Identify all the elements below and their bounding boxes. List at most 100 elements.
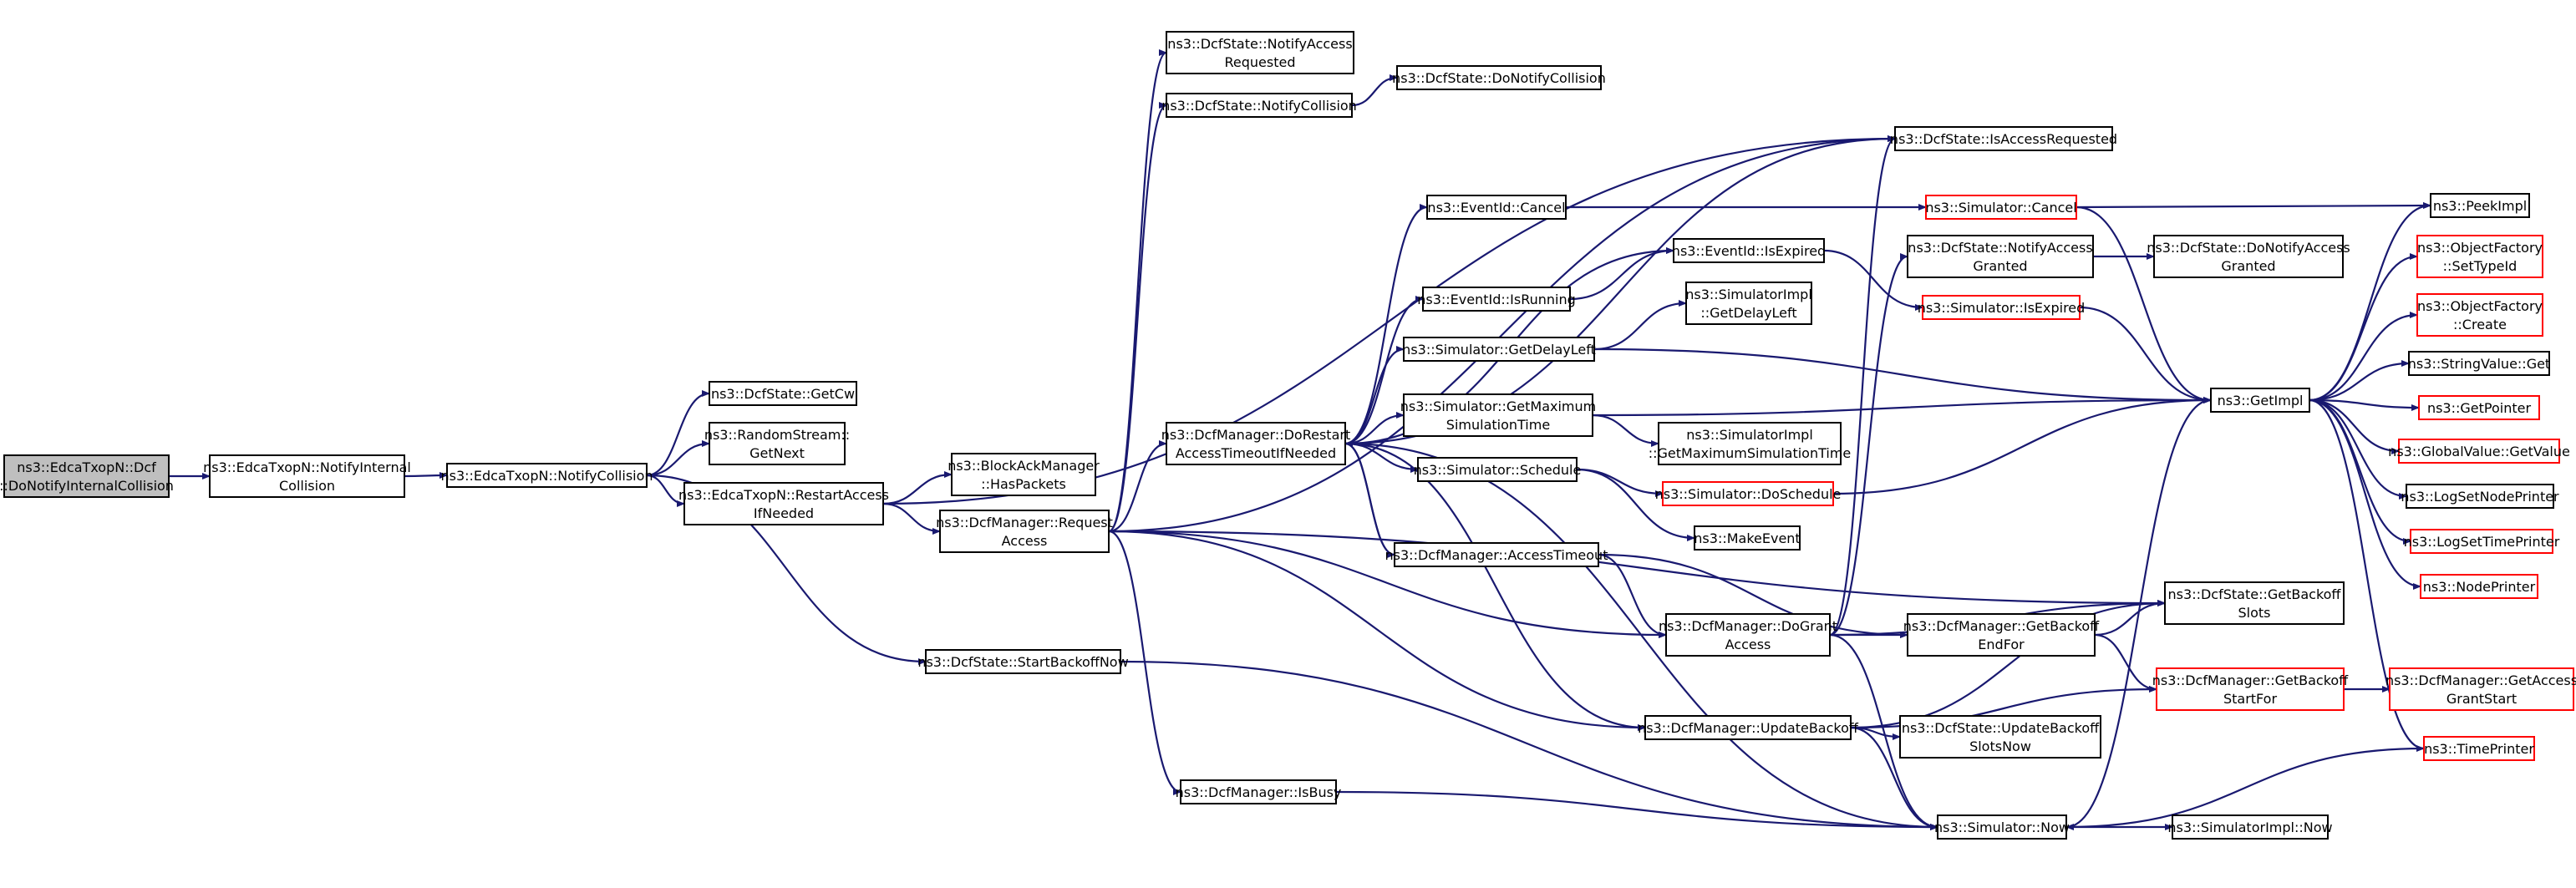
node-logSetTimePrinter[interactable]: ns3::LogSetTimePrinter — [2404, 529, 2560, 554]
node-box — [1166, 93, 1353, 118]
edge-isBusy-to-simNow — [1335, 790, 1938, 830]
edge-notifyInternalCollision-to-notifyCollision — [404, 472, 448, 480]
node-label-line: ::GetMaximumSimulationTime — [1649, 445, 1852, 461]
node-box — [925, 649, 1121, 674]
node-simIsExpired[interactable]: ns3::Simulator::IsExpired — [1918, 295, 2086, 320]
node-label-line: AccessTimeoutIfNeeded — [1176, 445, 1336, 461]
edge-doSchedule-to-getImpl — [1832, 397, 2212, 495]
node-simCancel[interactable]: ns3::Simulator::Cancel — [1925, 195, 2077, 220]
node-label-line: ns3::EdcaTxopN::NotifyCollision — [440, 468, 653, 484]
node-notifyCollision[interactable]: ns3::EdcaTxopN::NotifyCollision — [440, 463, 653, 488]
node-timePrinter[interactable]: ns3::TimePrinter — [2423, 736, 2535, 761]
node-box — [1907, 613, 2096, 657]
node-box — [1907, 235, 2094, 278]
node-nodePrinter[interactable]: ns3::NodePrinter — [2420, 574, 2538, 599]
node-setTypeId[interactable]: ns3::ObjectFactory::SetTypeId — [2416, 235, 2543, 278]
node-box — [1925, 195, 2077, 220]
node-doRestartAccess[interactable]: ns3::DcfManager::DoRestartAccessTimeoutI… — [1161, 422, 1350, 465]
node-startBackoffNow[interactable]: ns3::DcfState::StartBackoffNow — [917, 649, 1129, 674]
node-makeEvent[interactable]: ns3::MakeEvent — [1694, 525, 1801, 551]
node-objCreate[interactable]: ns3::ObjectFactory::Create — [2416, 293, 2543, 337]
edge-getImpl-to-nodePrinter — [2309, 398, 2421, 590]
node-label-line: ns3::ObjectFactory — [2417, 240, 2543, 256]
node-logSetNodePrinter[interactable]: ns3::LogSetNodePrinter — [2401, 484, 2559, 509]
node-globalValueGet[interactable]: ns3::GlobalValue::GetValue — [2388, 439, 2570, 464]
node-label-line: StartFor — [2223, 691, 2278, 707]
node-implGetMaxSimTime[interactable]: ns3::SimulatorImpl::GetMaximumSimulation… — [1649, 422, 1852, 465]
node-label-line: ns3::GlobalValue::GetValue — [2388, 444, 2570, 459]
edge-getDelayLeft-to-implGetDelayLeft — [1593, 300, 1687, 351]
node-eventIsExpired[interactable]: ns3::EventId::IsExpired — [1672, 238, 1826, 263]
node-peekImpl[interactable]: ns3::PeekImpl — [2430, 193, 2530, 218]
node-label-line: ns3::SimulatorImpl — [1686, 427, 1813, 443]
node-label-line: ns3::NodePrinter — [2423, 579, 2536, 595]
node-label-line: EndFor — [1978, 637, 2025, 652]
node-hasPackets[interactable]: ns3::BlockAckManager::HasPackets — [948, 453, 1100, 496]
node-label-line: SimulationTime — [1446, 417, 1550, 433]
node-label-line: ns3::Simulator::GetMaximum — [1400, 398, 1597, 414]
node-label-line: ns3::SimulatorImpl — [1685, 287, 1812, 302]
node-label-line: ns3::DcfManager::DoRestart — [1161, 427, 1350, 443]
node-box — [709, 422, 846, 465]
node-isAccessRequested[interactable]: ns3::DcfState::IsAccessRequested — [1890, 126, 2117, 151]
node-box — [1685, 282, 1812, 325]
node-box — [1922, 295, 2081, 320]
node-box — [1166, 31, 1354, 74]
node-isBusy[interactable]: ns3::DcfManager::IsBusy — [1176, 779, 1342, 804]
node-updateBackoff[interactable]: ns3::DcfManager::UpdateBackoff — [1638, 715, 1859, 740]
node-box — [2398, 439, 2560, 464]
node-getDelayLeft[interactable]: ns3::Simulator::GetDelayLeft — [1402, 337, 1596, 362]
node-label-line: Collision — [279, 478, 335, 494]
node-notifyInternalCollision[interactable]: ns3::EdcaTxopN::NotifyInternalCollision — [203, 454, 411, 498]
node-accessTimeout[interactable]: ns3::DcfManager::AccessTimeout — [1385, 542, 1608, 567]
node-getCw[interactable]: ns3::DcfState::GetCw — [709, 381, 857, 406]
node-root[interactable]: ns3::EdcaTxopN::Dcf::DoNotifyInternalCol… — [0, 454, 174, 498]
node-label-line: ns3::LogSetTimePrinter — [2404, 534, 2560, 550]
node-implNow[interactable]: ns3::SimulatorImpl::Now — [2167, 814, 2333, 840]
node-label-line: ::GetDelayLeft — [1700, 305, 1796, 321]
node-getPointer[interactable]: ns3::GetPointer — [2418, 395, 2540, 420]
node-label-line: GrantStart — [2446, 691, 2517, 707]
node-box — [1396, 65, 1602, 90]
node-doSchedule[interactable]: ns3::Simulator::DoSchedule — [1655, 481, 1842, 506]
edge-eventIsRunning-to-eventIsExpired — [1569, 247, 1674, 301]
node-label-line: IfNeeded — [754, 505, 814, 521]
node-dcfNotifyCollision[interactable]: ns3::DcfState::NotifyCollision — [1161, 93, 1357, 118]
edge-requestAccess-to-updateBackoff — [1108, 530, 1646, 731]
node-randomGetNext[interactable]: ns3::RandomStream::GetNext — [704, 422, 850, 465]
node-box — [2156, 667, 2345, 711]
node-box — [2410, 529, 2553, 554]
node-label-line: ns3::MakeEvent — [1694, 530, 1800, 546]
node-simNow[interactable]: ns3::Simulator::Now — [1934, 814, 2070, 840]
edge-accessTimeout-to-doGrantAccess — [1598, 553, 1667, 638]
node-simSchedule[interactable]: ns3::Simulator::Schedule — [1414, 457, 1582, 482]
edge-requestAccess-to-isAccessRequested — [1108, 135, 1896, 533]
node-box — [1426, 195, 1567, 220]
node-stringValueGet[interactable]: ns3::StringValue::Get — [2408, 351, 2550, 376]
node-label-line: ns3::Simulator::Schedule — [1414, 462, 1582, 478]
node-box — [2153, 235, 2344, 278]
edge-doRestartAccess-to-getMaxSimTime — [1344, 412, 1405, 445]
node-getMaxSimTime[interactable]: ns3::Simulator::GetMaximumSimulationTime — [1400, 393, 1597, 437]
node-getImpl[interactable]: ns3::GetImpl — [2210, 388, 2310, 413]
node-box — [1644, 715, 1852, 740]
node-label-line: ns3::DcfManager::DoGrant — [1659, 618, 1837, 634]
node-eventCancel[interactable]: ns3::EventId::Cancel — [1426, 195, 1567, 220]
node-eventIsRunning[interactable]: ns3::EventId::IsRunning — [1417, 287, 1576, 312]
node-box — [2420, 574, 2538, 599]
node-label-line: ns3::Simulator::DoSchedule — [1655, 486, 1842, 502]
edge-getImpl-to-getPointer — [2309, 398, 2420, 411]
node-doNotifyCollision[interactable]: ns3::DcfState::DoNotifyCollision — [1392, 65, 1606, 90]
node-implGetDelayLeft[interactable]: ns3::SimulatorImpl::GetDelayLeft — [1685, 282, 1812, 325]
